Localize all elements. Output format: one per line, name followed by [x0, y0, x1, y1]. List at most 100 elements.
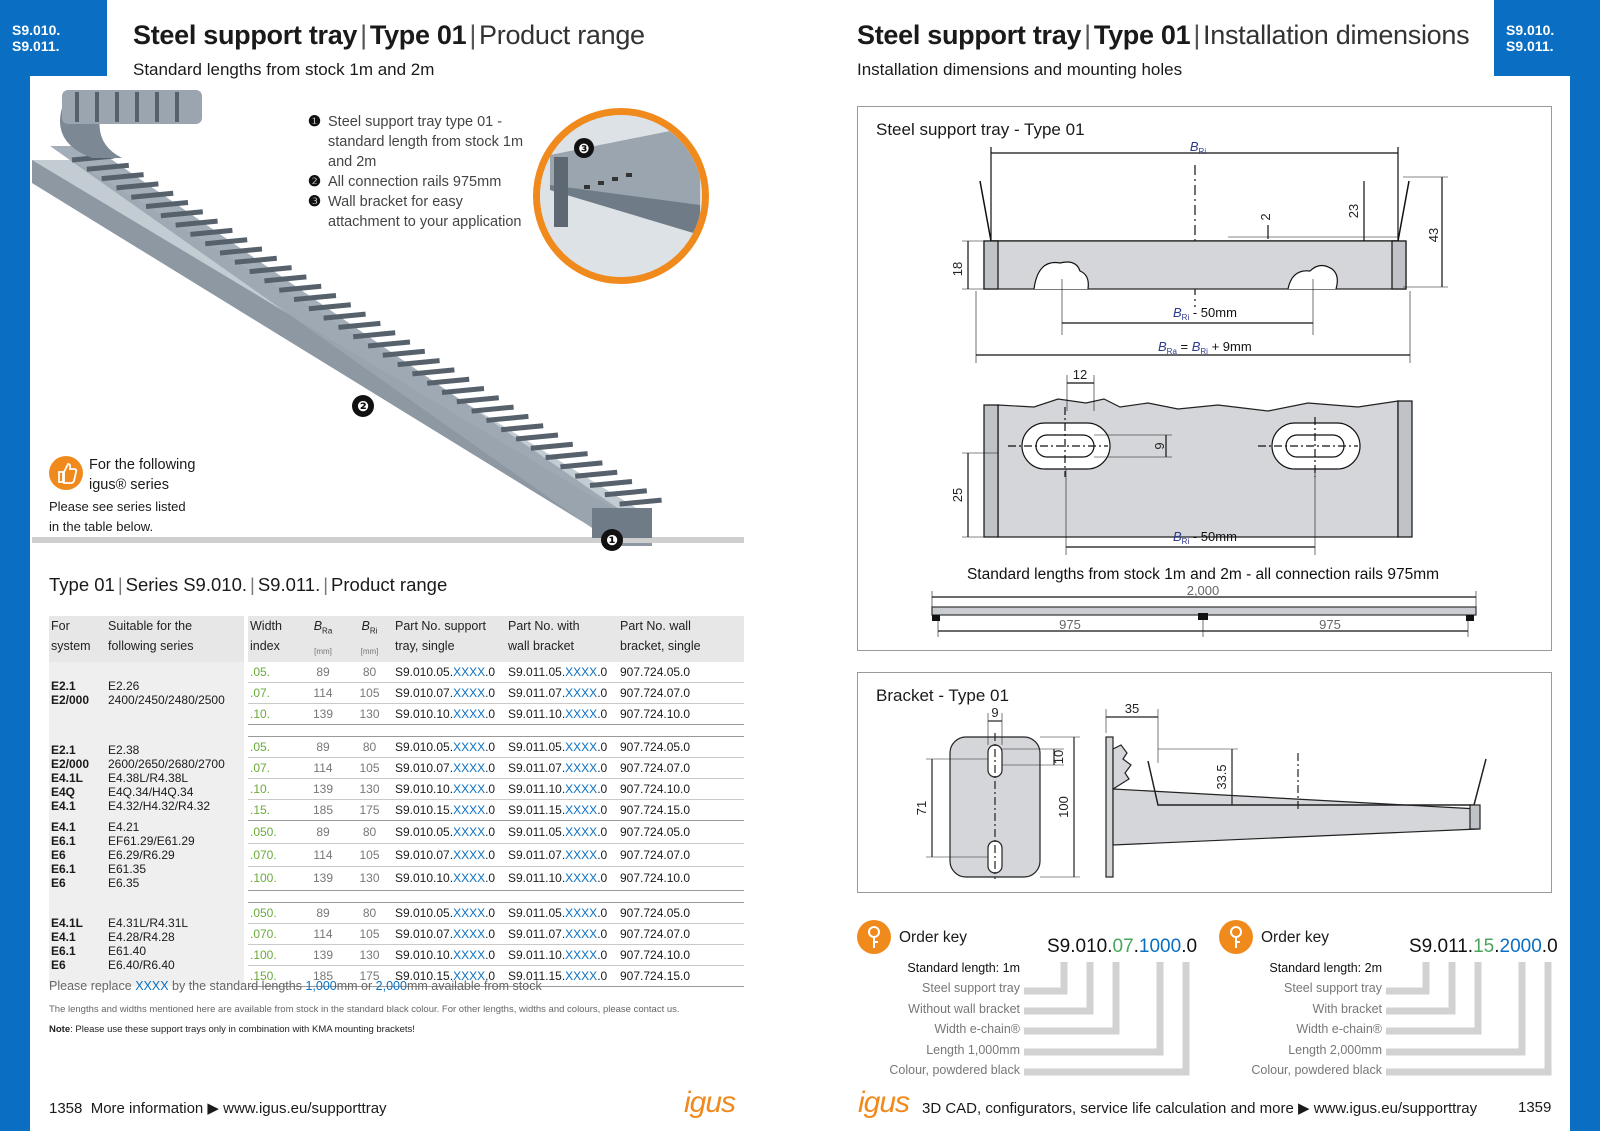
right-page-title: Steel support tray|Type 01|Installation … — [857, 20, 1470, 50]
bracket-zoom-circle: ❸ — [533, 108, 709, 284]
chain-link — [204, 237, 248, 247]
pn-tray-cell: S9.010.05.XXXX.0 — [393, 736, 506, 758]
svg-text:BRi: BRi — [1190, 139, 1206, 156]
order-key-label: Order key — [1261, 929, 1330, 946]
svg-text:71: 71 — [914, 801, 929, 815]
title-rest: Product range — [479, 20, 645, 50]
pn-bracket-cell: S9.011.05.XXXX.0 — [506, 736, 618, 758]
chain-link — [397, 358, 440, 368]
chain-link — [160, 209, 204, 219]
left-edge-strip — [0, 0, 30, 1131]
bra-cell: 114 — [300, 682, 346, 704]
pn-bracket-cell: S9.011.05.XXXX.0 — [506, 820, 618, 844]
bra-cell: 185 — [300, 799, 346, 821]
width-index-cell: .100. — [244, 866, 300, 891]
chain-link — [604, 488, 648, 498]
bra-cell: 89 — [300, 736, 346, 758]
pn-wall-cell: 907.724.05.0 — [618, 820, 744, 844]
width-index-cell: .070. — [244, 923, 300, 945]
pn-wall-cell: 907.724.07.0 — [618, 757, 744, 779]
svg-text:2,000: 2,000 — [1187, 583, 1220, 598]
follow-line: igus® series — [89, 477, 169, 493]
callout-2: ❷ — [357, 399, 369, 415]
width-index-cell: .07. — [244, 682, 300, 704]
footnote-lengths: The lengths and widths mentioned here ar… — [49, 1004, 680, 1015]
pn-tray-cell: S9.010.10.XXXX.0 — [393, 778, 506, 800]
chain-link — [589, 479, 633, 488]
order-key-code: S9.010.07.1000.0 — [1047, 936, 1198, 957]
igus-logo-right: igus — [858, 1086, 910, 1119]
width-index-cell: .05. — [244, 661, 300, 683]
order-key-item: Length 2,000mm — [1288, 1042, 1382, 1057]
code-tab-line: S9.011. — [12, 38, 60, 54]
more-info-link[interactable]: More information ▶ www.igus.eu/supporttr… — [90, 1100, 387, 1117]
pn-wall-cell: 907.724.05.0 — [618, 736, 744, 758]
bra-cell: 114 — [300, 843, 346, 868]
chain-link — [293, 293, 337, 302]
order-key-brackets — [1024, 962, 1190, 1076]
order-key-item: Width e-chain® — [934, 1022, 1020, 1037]
pn-tray-cell: S9.010.15.XXXX.0 — [393, 965, 506, 987]
pn-tray-cell: S9.010.07.XXXX.0 — [393, 757, 506, 779]
right-footer-link[interactable]: 3D CAD, configurators, service life calc… — [922, 1100, 1478, 1117]
bri-cell: 130 — [346, 778, 393, 800]
callout-1: ❶ — [606, 533, 618, 549]
svg-text:BRi - 50mm: BRi - 50mm — [1173, 305, 1237, 322]
bra-cell: 89 — [300, 902, 346, 924]
bra-cell: 114 — [300, 923, 346, 945]
feature-item: ❷ All connection rails 975mm — [308, 172, 528, 192]
pn-tray-cell: S9.010.10.XXXX.0 — [393, 866, 506, 891]
bri-cell: 105 — [346, 757, 393, 779]
follow-note: Please see series listed in the table be… — [49, 497, 186, 537]
feature-number: ❶ — [308, 114, 321, 130]
feature-number: ❸ — [308, 194, 321, 210]
feature-text: Steel support tray type 01 - standard le… — [328, 114, 524, 170]
title-main: Steel support tray — [133, 20, 358, 50]
chain-link — [456, 395, 500, 405]
code-tab-line: S9.010. — [12, 22, 61, 38]
svg-text:100: 100 — [1056, 796, 1071, 818]
callout-3: ❸ — [578, 142, 589, 157]
chain-link — [130, 190, 174, 200]
follow-note-line: in the table below. — [49, 519, 154, 534]
feature-number: ❷ — [308, 174, 321, 190]
width-index-cell: .07. — [244, 757, 300, 779]
bracket-technical-drawing: 9 10 71 100 35 33.5 — [914, 701, 1487, 879]
chain-link — [412, 367, 455, 377]
right-page-subtitle: Installation dimensions and mounting hol… — [857, 60, 1183, 79]
footnote-replace: Please replace XXXX by the standard leng… — [49, 979, 542, 993]
order-key-item: Colour, powdered black — [889, 1063, 1020, 1078]
order-key-item: Colour, powdered black — [1251, 1063, 1382, 1078]
bra-cell: 114 — [300, 757, 346, 779]
chain-link — [367, 339, 411, 349]
width-index-cell: .070. — [244, 843, 300, 868]
table-gap-row — [49, 724, 744, 737]
pn-bracket-cell: S9.011.07.XXXX.0 — [506, 682, 618, 704]
bri-cell: 80 — [346, 736, 393, 758]
col-header-bri: BRi[mm] — [346, 616, 393, 662]
bra-cell: 139 — [300, 703, 346, 725]
bri-cell: 130 — [346, 944, 393, 966]
follow-text: For the following igus® series — [89, 455, 195, 495]
chain-link — [619, 497, 662, 507]
order-key-item: With bracket — [1312, 1001, 1382, 1016]
width-index-cell: .050. — [244, 820, 300, 844]
chain-link — [486, 413, 529, 423]
code-tab-line: S9.010. — [1506, 22, 1555, 38]
title-type: Type 01 — [369, 20, 467, 50]
bri-cell: 130 — [346, 703, 393, 725]
pn-wall-cell: 907.724.07.0 — [618, 682, 744, 704]
width-index-cell: .100. — [244, 944, 300, 966]
bri-cell: 80 — [346, 661, 393, 683]
chain-link — [86, 162, 130, 172]
chain-link — [338, 320, 381, 330]
chain-link — [352, 330, 396, 340]
